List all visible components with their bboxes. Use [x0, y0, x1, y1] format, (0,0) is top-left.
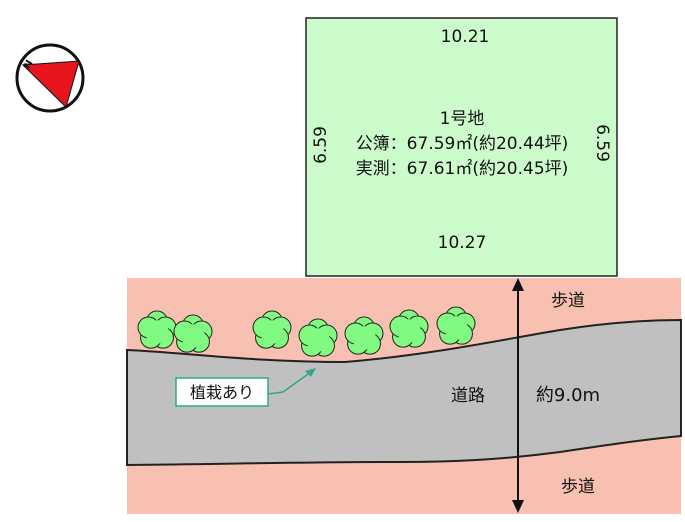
tree-icon	[436, 306, 476, 345]
tree-icon	[298, 318, 338, 357]
tree-icon	[173, 314, 213, 353]
road-label: 道路	[451, 386, 485, 406]
lot-registry-area: 公簿：67.59㎡(約20.44坪)	[356, 134, 569, 154]
compass-icon: N	[15, 43, 85, 113]
tree-icon	[252, 310, 292, 349]
lot-1	[305, 17, 618, 277]
tree-icon	[344, 316, 384, 355]
lot-measured-area: 実測：67.61㎡(約20.45坪)	[356, 159, 569, 179]
arrow-up-icon	[512, 278, 524, 291]
road-width-label: 約9.0m	[536, 385, 600, 406]
lot-bottom-width: 10.27	[438, 233, 487, 253]
planting-callout: 植栽あり	[175, 368, 316, 407]
callout-leader	[267, 371, 312, 395]
sidewalk-top-label: 歩道	[551, 291, 585, 311]
lot-name: 1号地	[440, 109, 485, 129]
lot-left-depth: 6.59	[311, 126, 331, 164]
lot-top-width: 10.21	[441, 27, 490, 47]
arrow-down-icon	[512, 500, 524, 513]
planting-trees	[137, 306, 476, 357]
tree-icon	[137, 310, 177, 349]
callout-arrow-icon	[305, 368, 316, 377]
lot-right-depth: 6.59	[592, 124, 612, 162]
road-area	[126, 318, 682, 467]
sidewalk-bottom-label: 歩道	[561, 477, 595, 497]
tree-icon	[389, 309, 429, 348]
road-width-dimension	[512, 278, 524, 513]
planting-label: 植栽あり	[190, 383, 254, 402]
